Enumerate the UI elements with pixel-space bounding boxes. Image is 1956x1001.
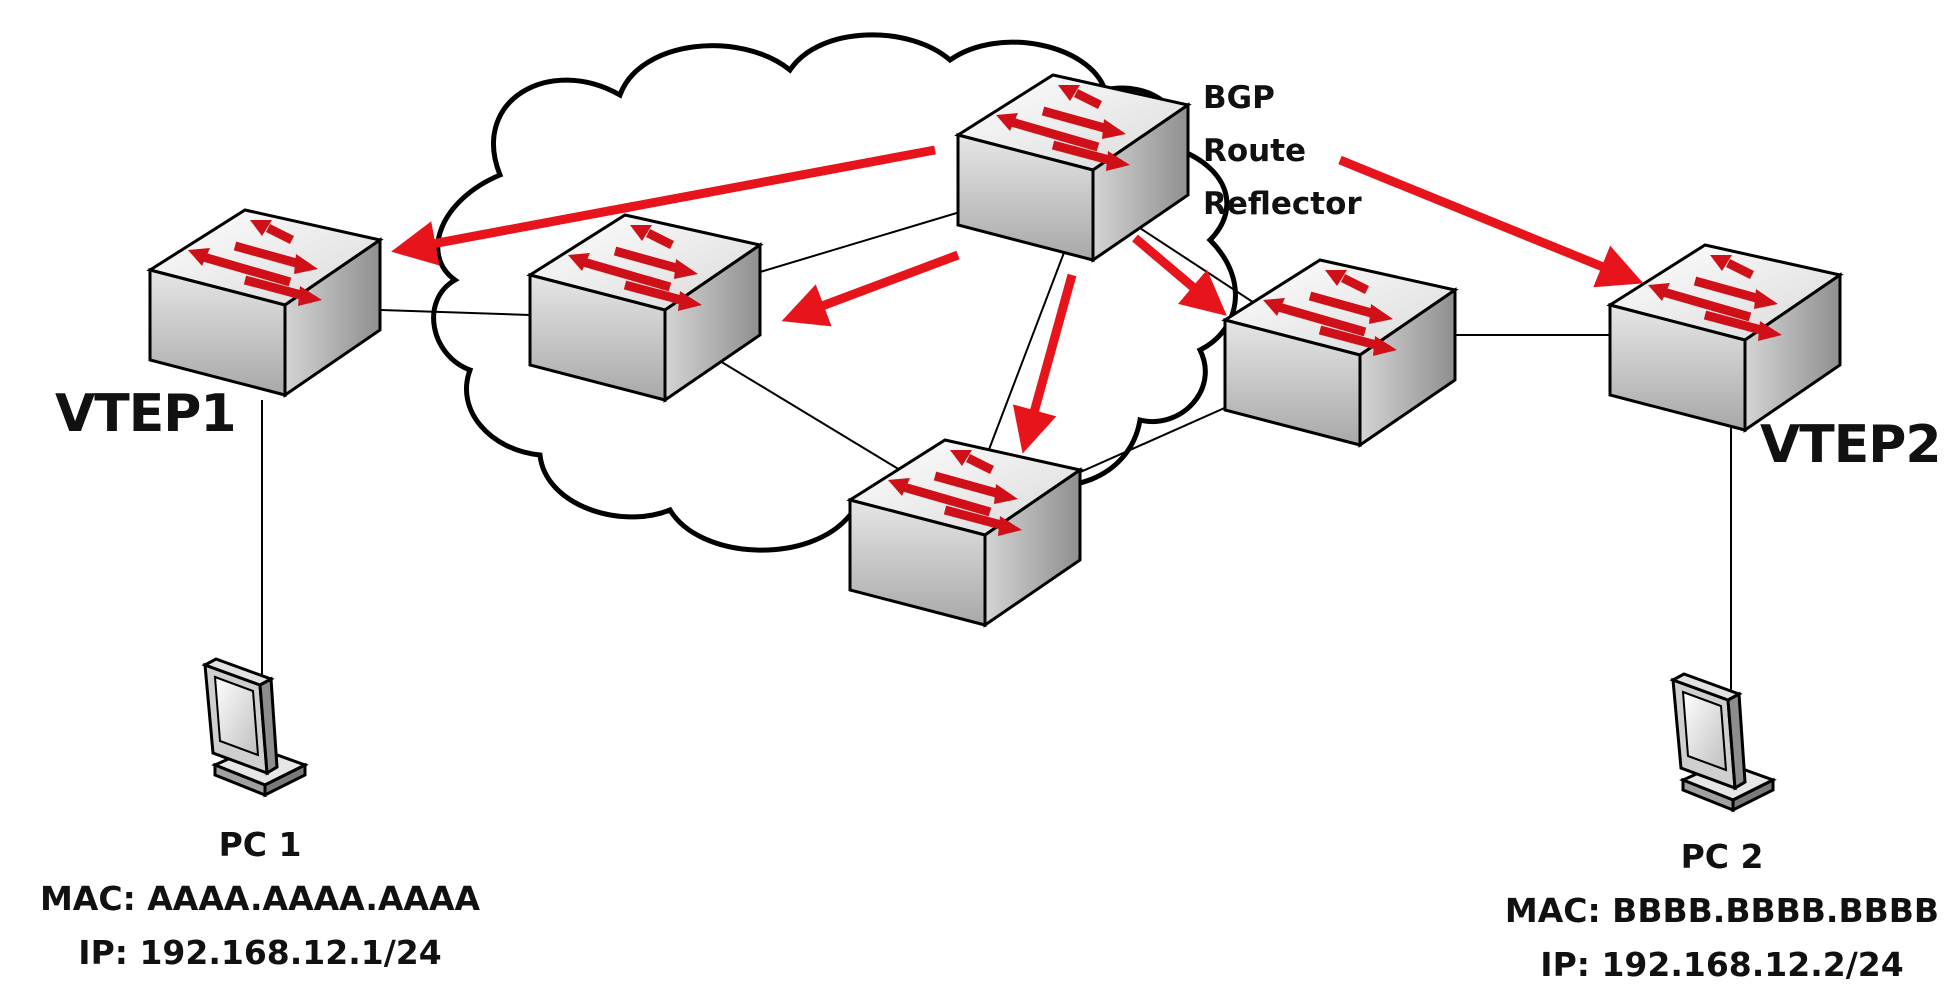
vtep1-switch — [150, 210, 380, 395]
vtep2-label: VTEP2 — [1760, 415, 1942, 475]
route-reflector-label: BGP Route Reflector — [1203, 72, 1362, 231]
pc1-ip: IP: 192.168.12.1/24 — [78, 933, 442, 972]
route-reflector-line-2: Route — [1203, 133, 1307, 169]
pc1-mac: MAC: AAAA.AAAA.AAAA — [39, 879, 481, 918]
pc1-computer-icon — [203, 657, 307, 797]
vtep1-label: VTEP1 — [55, 384, 237, 444]
pc2-info: PC 2 MAC: BBBB.BBBB.BBBB IP: 192.168.12.… — [1488, 830, 1956, 992]
spine-switch-right — [1225, 260, 1455, 445]
route-reflector-line-1: BGP — [1203, 80, 1275, 116]
route-reflector-line-3: Reflector — [1203, 186, 1362, 222]
vtep2-switch — [1610, 245, 1840, 430]
pc2-ip: IP: 192.168.12.2/24 — [1540, 945, 1904, 984]
pc2-mac: MAC: BBBB.BBBB.BBBB — [1504, 891, 1940, 930]
pc2-name: PC 2 — [1680, 837, 1764, 876]
pc1-info: PC 1 MAC: AAAA.AAAA.AAAA IP: 192.168.12.… — [20, 818, 500, 980]
bgp-update-arrows — [391, 145, 1644, 454]
pc2-computer-icon — [1671, 672, 1775, 812]
pc1-name: PC 1 — [218, 825, 302, 864]
